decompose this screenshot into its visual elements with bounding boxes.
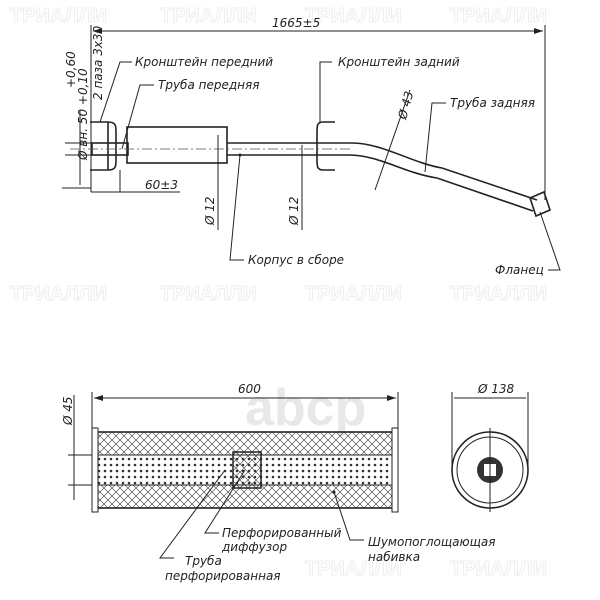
watermark-brand: ТРИАЛЛИ (450, 5, 547, 27)
label-diffuser: Перфорированный (222, 526, 342, 540)
section-view: 600 Ø 45 Ø 138 Перфорированный диффузор … (61, 382, 529, 583)
front-bracket (90, 121, 117, 171)
watermark-brand: ТРИАЛЛИ (305, 5, 402, 27)
dimension-diameter: Ø 12 (287, 196, 301, 226)
dimension-inner-diameter: Ø вн. 50 +0,10 (76, 68, 90, 161)
watermarks: ТРИАЛЛИ ТРИАЛЛИ ТРИАЛЛИ ТРИАЛЛИ ТРИАЛЛИ … (10, 5, 548, 581)
watermark-brand: ТРИАЛЛИ (160, 5, 257, 27)
watermark-brand: ТРИАЛЛИ (450, 283, 547, 305)
dimension-tolerance: +0,60 (64, 51, 78, 88)
dimension-overall-length: 1665±5 (272, 16, 320, 30)
watermark-brand: ТРИАЛЛИ (10, 5, 107, 27)
dimension-slots: 2 паза 3х30 (91, 25, 105, 100)
dimension-length: 600 (238, 382, 261, 396)
dimension-offset: 60±3 (145, 178, 178, 192)
watermark-brand: ТРИАЛЛИ (305, 283, 402, 305)
watermark-brand: ТРИАЛЛИ (305, 558, 402, 580)
label-front-pipe: Труба передняя (158, 78, 259, 92)
label-flange: Фланец (495, 263, 544, 277)
flange (529, 190, 551, 218)
label-front-bracket: Кронштейн передний (135, 55, 273, 69)
muffler-body (126, 126, 228, 164)
label-diffuser: диффузор (221, 540, 287, 554)
label-packing: Шумопоглощающая (368, 535, 495, 549)
rear-bracket (316, 121, 335, 171)
dimension-diameter: Ø 12 (203, 196, 217, 226)
label-body: Корпус в сборе (248, 253, 344, 267)
dimension-body-diameter: Ø 138 (477, 382, 515, 396)
assembly-view: 1665±5 +0,60 Ø вн. 50 +0,10 2 паза 3х30 … (62, 16, 561, 277)
dimension-pipe-diameter: Ø 45 (61, 396, 75, 426)
watermark-brand: ТРИАЛЛИ (450, 558, 547, 580)
label-rear-bracket: Кронштейн задний (338, 55, 460, 69)
dimension-pipe-diameter: Ø 43 (395, 90, 416, 122)
label-perforated-pipe: перфорированная (165, 569, 281, 583)
watermark-site: abcp (245, 379, 366, 437)
rear-pipe (227, 142, 538, 212)
label-packing: набивка (368, 550, 420, 564)
watermark-brand: ТРИАЛЛИ (10, 283, 107, 305)
watermark-brand: ТРИАЛЛИ (160, 283, 257, 305)
label-perforated-pipe: Труба (185, 554, 222, 568)
label-rear-pipe: Труба задняя (450, 96, 535, 110)
